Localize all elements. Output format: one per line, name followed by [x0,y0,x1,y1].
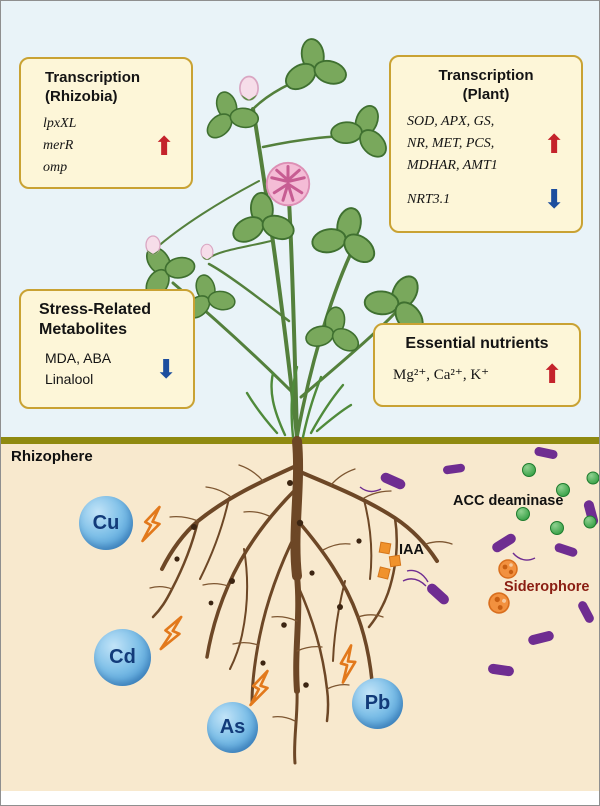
bacterium-icon [576,599,596,625]
acc-deaminase-label: ACC deaminase [453,493,564,509]
lightning-icon [141,504,164,545]
bacterium-icon [490,531,518,555]
grass-tuft [245,365,353,439]
lightning-icon [337,643,359,684]
metal-as-badge: As [207,702,258,753]
plant-up-genes-line1: SOD, APX, GS, [407,114,495,130]
transcription-rhizobia-box: Transcription (Rhizobia) lpxXL merR omp … [19,57,193,190]
root-nodules [174,480,362,688]
bacterium-icon [553,542,579,558]
bacterium-icon [424,581,452,607]
gene-omp: omp [43,159,68,175]
bacterium-icon [442,463,466,475]
metal-pb-badge: Pb [352,678,403,729]
stress-metabolites-title: Stress-Related Metabolites [39,301,152,339]
lightning-icon [159,612,185,654]
metal-cd-badge: Cd [94,629,151,686]
bacteria-icons [359,446,599,677]
siderophore-label: Siderophore [504,579,590,595]
transcription-plant-title: Transcription (Plant) [438,67,534,104]
down-arrow-icon: ⬇ [543,184,565,215]
metabolite-items-line1: MDA, ABA [45,349,112,366]
bacterium-icon [379,471,407,491]
transcription-plant-box: Transcription (Plant) SOD, APX, GS, NR, … [389,55,583,233]
essential-nutrients-box: Essential nutrients Mg²⁺, Ca²⁺, K⁺ ⬆ [373,323,581,407]
metal-cu-badge: Cu [79,496,133,550]
nutrient-items: Mg²⁺, Ca²⁺, K⁺ [393,366,490,383]
iaa-label: IAA [399,542,424,558]
gene-merr: merR [43,138,74,154]
gene-lpxxl: lpxXL [43,116,77,132]
transcription-rhizobia-title: Transcription (Rhizobia) [45,69,141,106]
metabolite-items-line2: Linalool [45,370,94,387]
bacterium-icon [533,446,559,460]
down-arrow-icon: ⬇ [155,353,177,384]
bacterium-icon [527,630,555,646]
up-arrow-icon: ⬆ [541,359,563,390]
root-system [149,436,453,765]
plant-up-genes-line2: NR, MET, PCS, [407,136,495,152]
up-arrow-icon: ⬆ [153,130,175,161]
stress-metabolites-box: Stress-Related Metabolites MDA, ABA Lina… [19,289,195,409]
acc-deaminase-icons [516,463,599,535]
up-arrow-icon: ⬆ [543,128,565,159]
bacterium-icon [487,663,515,677]
essential-nutrients-title: Essential nutrients [405,335,549,352]
plant-down-gene: NRT3.1 [407,191,451,207]
rhizosphere-label: Rhizophere [11,448,93,465]
iaa-icons [377,541,402,580]
plant-up-genes-line3: MDHAR, AMT1 [407,157,498,173]
